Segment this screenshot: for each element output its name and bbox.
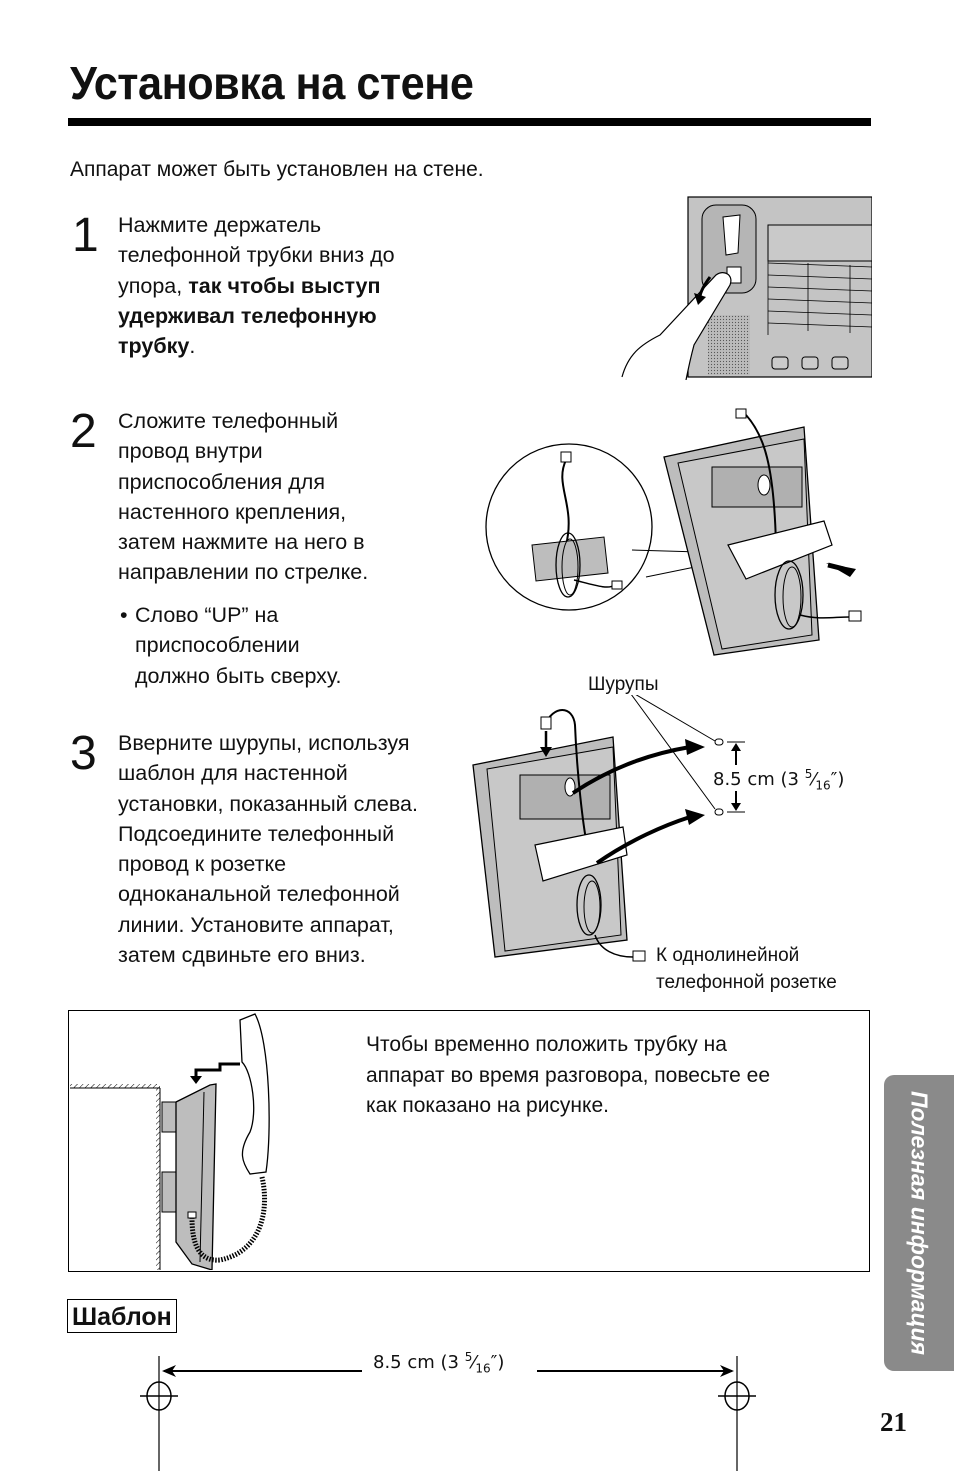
fraction-tail: ″) (830, 769, 845, 790)
step-1-text: Нажмите держатель телефонной трубки вниз… (118, 210, 468, 361)
step-3-line: одноканальной телефонной (118, 882, 400, 907)
fraction-numerator: 5 (804, 767, 813, 781)
section-side-tab: Полезная информация (884, 1075, 954, 1371)
step-2-text: Сложите телефонный провод внутри приспос… (118, 406, 468, 588)
step-2-line: провод внутри (118, 439, 263, 464)
step-1-line: трубку. (118, 331, 468, 361)
step-3-line: установки, показанный слева. (118, 791, 418, 816)
page-title: Установка на стене (70, 57, 474, 109)
bullet-line: Слово “UP” на (135, 603, 279, 627)
step-3-line: линии. Установите аппарат, (118, 912, 394, 937)
tip-text: Чтобы временно положить трубку на аппара… (366, 1030, 856, 1122)
intro-text: Аппарат может быть установлен на стене. (70, 158, 484, 181)
step-1-line: удерживал телефонную (118, 301, 468, 331)
section-side-tab-label: Полезная информация (906, 1090, 933, 1356)
tip-line: как показано на рисунке. (366, 1094, 609, 1117)
step-3-text: Вверните шурупы, используя шаблон для на… (118, 728, 478, 970)
step-1-line: упора, так чтобы выступ (118, 271, 468, 301)
step-3-line: шаблон для настенной (118, 761, 348, 786)
step-2-line: приспособления для (118, 469, 325, 494)
step-1-line: Нажмите держатель (118, 213, 322, 237)
fraction-numerator: 5 (464, 1350, 473, 1364)
step-2-line: Сложите телефонный (118, 409, 339, 433)
distance-value: 8.5 cm (3 (713, 769, 805, 790)
tip-box (68, 1010, 870, 1272)
figure-hook-press (621, 196, 872, 380)
jack-label: К однолинейной телефонной розетке (656, 942, 837, 996)
step-1-text-bold: удерживал телефонную (118, 303, 377, 328)
step-1-text-bold: так чтобы выступ (188, 273, 381, 298)
jack-label-line: К однолинейной (656, 945, 800, 966)
step-1-text-normal: упора, (118, 273, 189, 298)
step-2-line: направлении по стрелке. (118, 560, 369, 585)
step-2-bullet-marker: • (120, 603, 128, 627)
figure-screw-mount (472, 695, 745, 962)
page-number: 21 (880, 1407, 907, 1437)
template-drawing (140, 1356, 756, 1471)
template-label: Шаблон (67, 1299, 177, 1333)
step-3-number: 3 (70, 727, 97, 780)
step-1-text-tail: . (189, 334, 196, 359)
step-3-line: провод к розетке (118, 852, 287, 877)
step-2-number: 2 (70, 405, 97, 458)
screws-label: Шурупы (588, 674, 659, 695)
jack-label-line: телефонной розетке (656, 972, 837, 993)
step-1-line: телефонной трубки вниз до (118, 243, 395, 268)
bullet-line: приспособлении (135, 633, 300, 658)
fraction-tail: ″) (490, 1352, 505, 1373)
step-1-number: 1 (72, 209, 99, 262)
step-2-line: настенного крепления, (118, 499, 347, 524)
distance-value: 8.5 cm (3 (373, 1352, 465, 1373)
step-2-line: затем нажмите на него в (118, 530, 365, 555)
step-3-line: затем сдвиньте его вниз. (118, 943, 366, 968)
template-distance-label: 8.5 cm (3 5⁄16″) (373, 1350, 505, 1376)
step-3-line: Вверните шурупы, используя (118, 731, 410, 755)
fraction-denominator: 16 (815, 778, 831, 793)
step-3-line: Подсоедините телефонный (118, 821, 395, 846)
fraction-denominator: 16 (475, 1361, 491, 1376)
bullet-line: должно быть сверху. (135, 663, 342, 688)
tip-line: Чтобы временно положить трубку на (366, 1033, 727, 1056)
title-rule (68, 118, 871, 126)
step-1-text-bold: трубку (118, 334, 190, 359)
tip-line: аппарат во время разговора, повесьте ее (366, 1063, 771, 1087)
figure-cord-adaptor (485, 408, 862, 656)
step-2-bullet: Слово “UP” на приспособлении должно быть… (135, 600, 435, 691)
screw-distance-label: 8.5 cm (3 5⁄16″) (713, 767, 845, 793)
figure-handset-hang (70, 1013, 270, 1270)
